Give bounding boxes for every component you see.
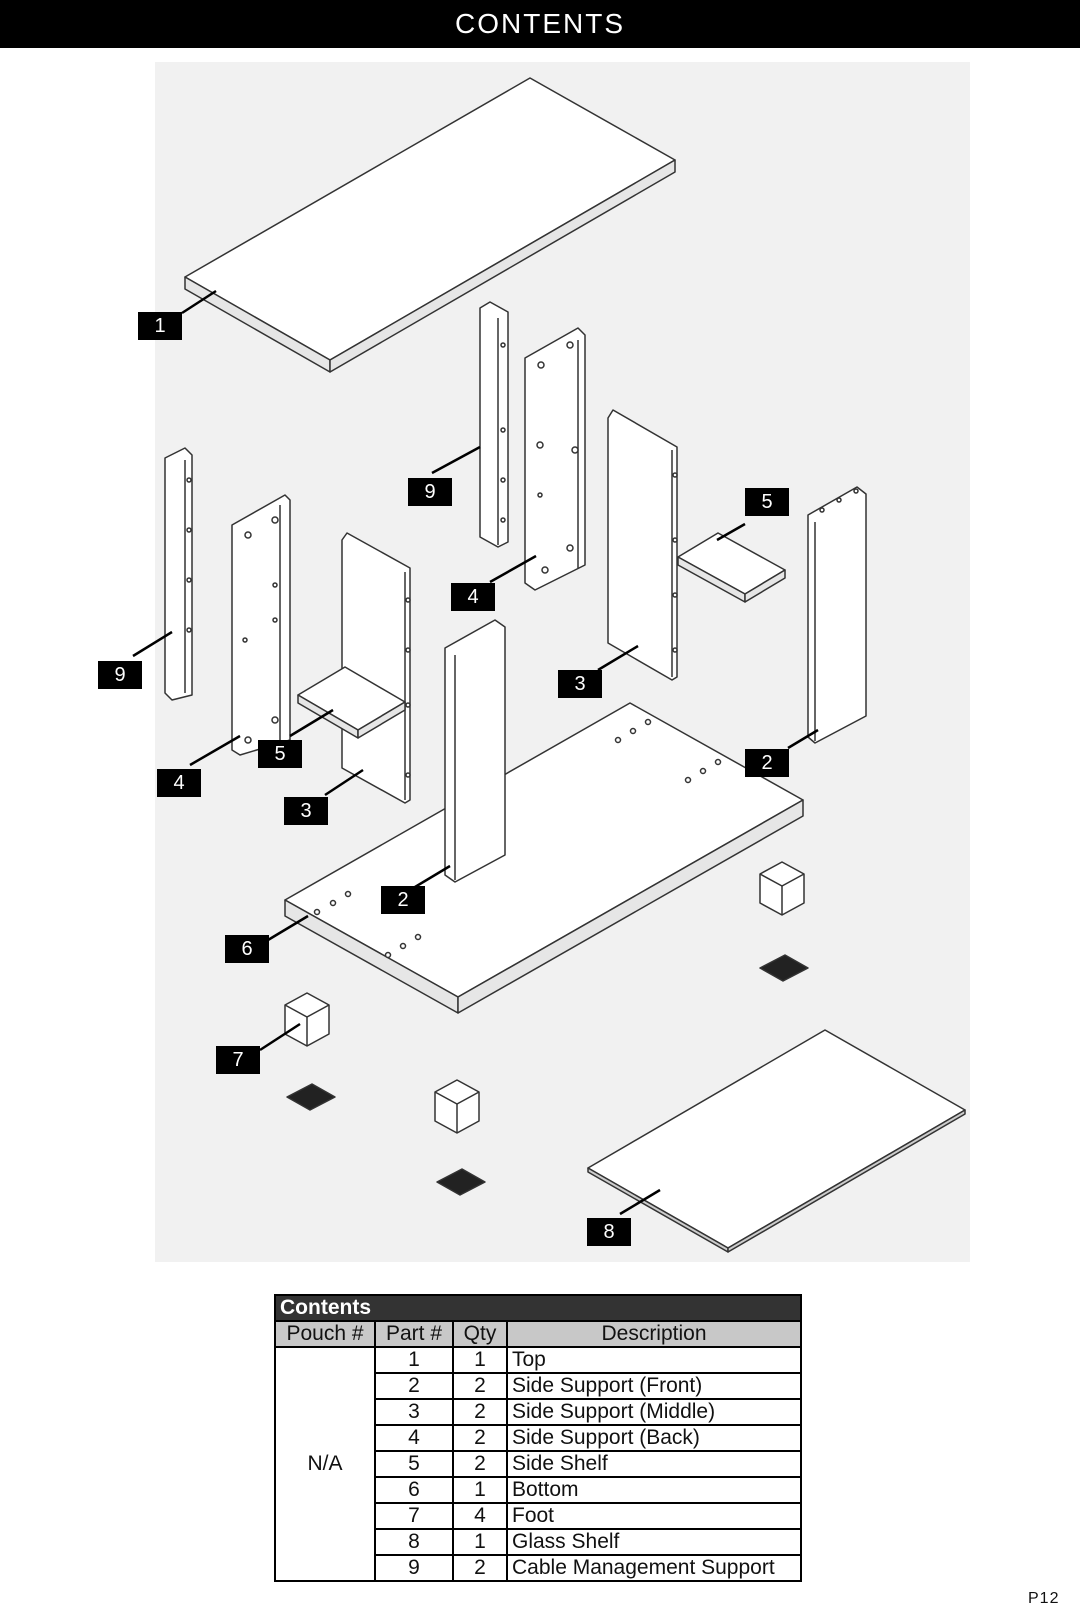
qty-cell: 2 (452, 1554, 508, 1582)
qty-cell: 4 (452, 1502, 508, 1530)
page-header: CONTENTS (0, 0, 1080, 48)
page-title: CONTENTS (455, 8, 625, 39)
part-number-cell: 4 (374, 1424, 454, 1452)
exploded-assembly-diagram (132, 77, 966, 1253)
qty-cell: 1 (452, 1476, 508, 1504)
description-cell: Top (506, 1346, 802, 1374)
description-cell: Foot (506, 1502, 802, 1530)
table-row: 7 4 Foot (275, 1502, 802, 1530)
column-header-qty: Qty (452, 1320, 508, 1348)
part-number-cell: 1 (374, 1346, 454, 1374)
part-number-cell: 8 (374, 1528, 454, 1556)
description-cell: Cable Management Support (506, 1554, 802, 1582)
qty-cell: 1 (452, 1528, 508, 1556)
table-row: N/A 1 1 Top (274, 1346, 802, 1582)
part-side-support-front-center (444, 619, 506, 883)
qty-cell: 2 (452, 1424, 508, 1452)
page-number: P12 (1028, 1590, 1060, 1607)
column-header-part: Part # (374, 1320, 454, 1348)
description-cell: Side Shelf (506, 1450, 802, 1478)
part-foot-left (284, 992, 330, 1047)
part-number-cell: 7 (374, 1502, 454, 1530)
callout-part-6: 6 (225, 935, 269, 963)
callout-part-8: 8 (587, 1218, 631, 1246)
part-side-shelf-right (677, 532, 786, 603)
part-number-cell: 6 (374, 1476, 454, 1504)
part-foot-center (434, 1079, 480, 1134)
callout-part-4-center: 4 (451, 583, 495, 611)
callout-part-5-left: 5 (258, 740, 302, 768)
callout-part-3-right: 3 (558, 670, 602, 698)
part-cable-support-left (164, 447, 193, 701)
part-foot-top-right (759, 861, 805, 916)
callout-part-2-center: 2 (381, 886, 425, 914)
part-side-support-middle-left (341, 532, 411, 804)
part-top (184, 77, 676, 373)
qty-cell: 1 (452, 1346, 508, 1374)
callout-part-2-right: 2 (745, 749, 789, 777)
table-row: 9 2 Cable Management Support (275, 1554, 802, 1582)
column-header-description: Description (506, 1320, 802, 1348)
part-side-shelf-left (297, 666, 406, 739)
description-cell: Side Support (Front) (506, 1372, 802, 1400)
callout-part-9-center: 9 (408, 478, 452, 506)
pouch-cell: N/A (274, 1346, 376, 1582)
callout-part-4-left: 4 (157, 769, 201, 797)
description-cell: Glass Shelf (506, 1528, 802, 1556)
part-side-support-front-right (807, 486, 867, 744)
part-number-cell: 5 (374, 1450, 454, 1478)
callout-part-7: 7 (216, 1046, 260, 1074)
part-glass-shelf (587, 1029, 966, 1253)
part-bottom (284, 702, 804, 1014)
qty-cell: 2 (452, 1372, 508, 1400)
description-cell: Side Support (Back) (506, 1424, 802, 1452)
part-foot-pads (286, 954, 809, 1196)
callout-part-1: 1 (138, 312, 182, 340)
part-number-cell: 2 (374, 1372, 454, 1400)
part-side-support-middle-right (607, 409, 678, 681)
part-number-cell: 3 (374, 1398, 454, 1426)
table-row: 8 1 Glass Shelf (275, 1528, 802, 1556)
callout-part-9-left: 9 (98, 661, 142, 689)
part-side-support-back-center (524, 327, 586, 591)
callout-part-3-left: 3 (284, 797, 328, 825)
column-header-pouch: Pouch # (274, 1320, 376, 1348)
contents-table: Contents Pouch # Part # Qty Description … (274, 1294, 802, 1582)
table-row: 6 1 Bottom (275, 1476, 802, 1504)
table-row: 2 2 Side Support (Front) (275, 1372, 802, 1400)
contents-table-title: Contents (274, 1294, 802, 1322)
table-row: 3 2 Side Support (Middle) (275, 1398, 802, 1426)
table-row: 5 2 Side Shelf (275, 1450, 802, 1478)
description-cell: Side Support (Middle) (506, 1398, 802, 1426)
callout-part-5-right: 5 (745, 488, 789, 516)
description-cell: Bottom (506, 1476, 802, 1504)
part-number-cell: 9 (374, 1554, 454, 1582)
part-side-support-back-left (231, 494, 291, 756)
qty-cell: 2 (452, 1398, 508, 1426)
table-row: 4 2 Side Support (Back) (275, 1424, 802, 1452)
part-cable-support-center (479, 301, 509, 548)
qty-cell: 2 (452, 1450, 508, 1478)
